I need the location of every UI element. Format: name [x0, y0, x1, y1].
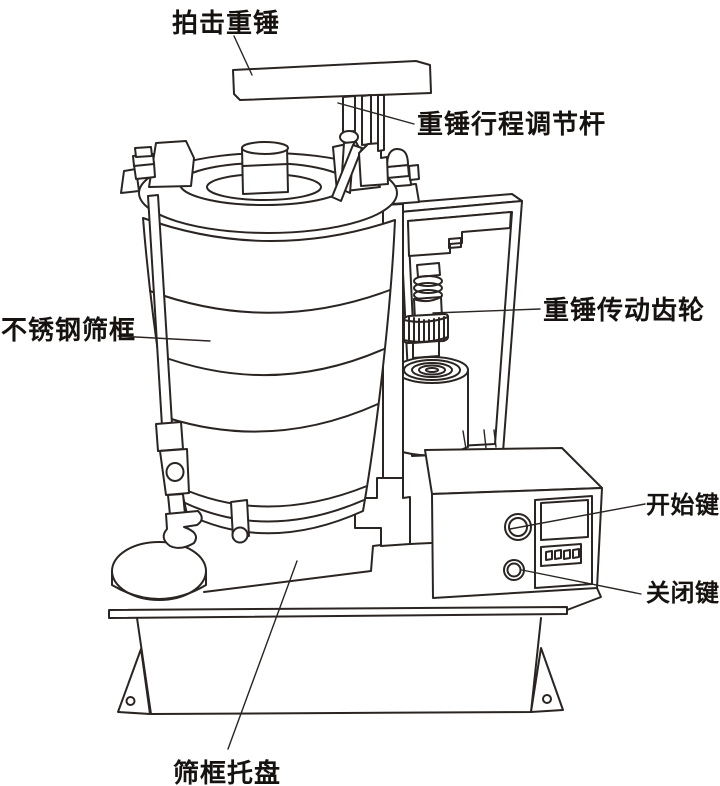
- outlet-spout: [230, 499, 250, 544]
- support-rod-left: [147, 194, 203, 549]
- screw-foot: [162, 510, 203, 549]
- sieve-stack: [120, 140, 398, 535]
- base: [108, 541, 602, 715]
- gear-frame: [389, 193, 523, 457]
- column-foot: [354, 477, 411, 547]
- leader-tray: [227, 560, 298, 750]
- label-sieve-frame: 不锈钢筛框: [1, 315, 136, 345]
- hammer-bar: [232, 60, 432, 101]
- bed-edge: [203, 544, 382, 593]
- sieve-band: [157, 348, 385, 377]
- stroke-adjust-rod: [361, 94, 372, 146]
- label-stop-key: 关闭键: [646, 579, 720, 607]
- leader-sieve-frame: [117, 335, 211, 342]
- adjuster-knob: [386, 148, 409, 168]
- rod-clamp: [159, 448, 190, 496]
- leader-stroke-adjuster: [337, 102, 415, 125]
- bolt-hole-left: [125, 696, 136, 706]
- bolt-hole-right: [542, 694, 552, 704]
- leader-hammer: [233, 35, 253, 76]
- label-stroke-adjuster: 重锤行程调节杆: [417, 109, 606, 139]
- threaded-shaft: [413, 275, 443, 287]
- leader-stop-key: [521, 569, 642, 595]
- leader-start-key: [509, 503, 646, 530]
- control-box: [424, 447, 603, 599]
- label-drive-gear: 重锤传动齿轮: [543, 295, 705, 325]
- leader-drive-gear: [432, 308, 541, 314]
- display-window: [540, 499, 589, 541]
- label-hammer: 拍击重锤: [172, 8, 280, 38]
- sieve-band: [167, 403, 379, 433]
- label-tray: 筛框托盘: [173, 758, 281, 786]
- base-skirt: [136, 617, 542, 715]
- hammer: [232, 60, 432, 202]
- start-button: [504, 513, 532, 541]
- base-plate: [108, 606, 568, 619]
- label-start-key: 开始键: [646, 491, 720, 519]
- clamp-wedge-left: [148, 140, 195, 188]
- sieve-band: [149, 289, 391, 314]
- sieve-band: [182, 499, 365, 523]
- counter-box: [540, 543, 582, 567]
- wires: [462, 429, 497, 450]
- sieve-band: [180, 485, 368, 508]
